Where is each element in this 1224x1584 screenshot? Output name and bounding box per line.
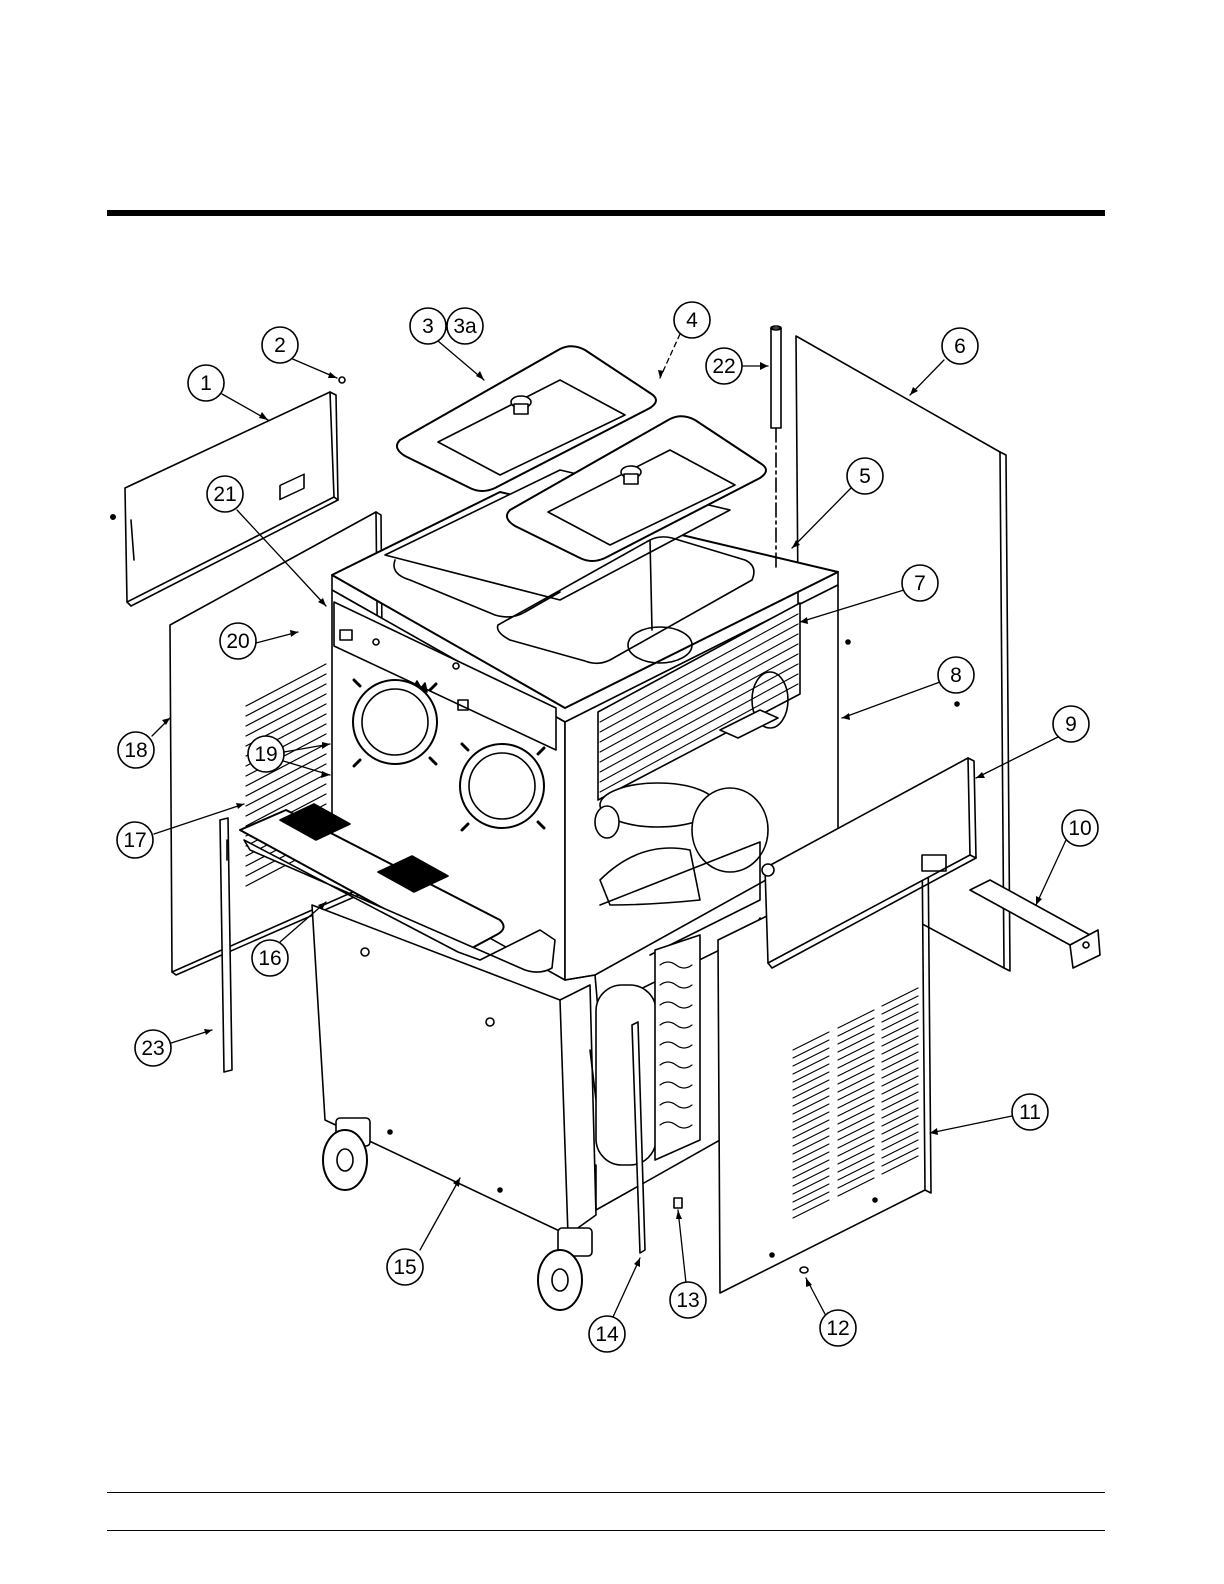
callout-19: 19 xyxy=(248,736,284,772)
svg-text:21: 21 xyxy=(213,483,236,506)
svg-text:16: 16 xyxy=(258,947,281,970)
svg-text:3a: 3a xyxy=(453,315,477,338)
part-screw xyxy=(800,1267,808,1273)
callout-11: 11 xyxy=(1012,1094,1048,1130)
svg-text:9: 9 xyxy=(1065,713,1077,736)
svg-text:8: 8 xyxy=(950,664,962,687)
svg-text:2: 2 xyxy=(274,334,286,357)
svg-text:20: 20 xyxy=(226,630,249,653)
callout-8: 8 xyxy=(938,657,974,693)
svg-text:4: 4 xyxy=(686,309,698,332)
callout-20: 20 xyxy=(220,623,256,659)
callout-15: 15 xyxy=(387,1249,423,1285)
callout-3: 3 xyxy=(410,308,446,344)
svg-text:22: 22 xyxy=(712,355,735,378)
footer-rule-upper xyxy=(107,1492,1105,1493)
svg-text:6: 6 xyxy=(954,335,966,358)
part-clip xyxy=(674,1198,682,1208)
callout-7: 7 xyxy=(902,565,938,601)
callout-16: 16 xyxy=(252,940,288,976)
svg-text:3: 3 xyxy=(422,315,434,338)
callout-21: 21 xyxy=(207,476,243,512)
svg-text:10: 10 xyxy=(1068,817,1091,840)
svg-text:13: 13 xyxy=(676,1289,699,1312)
part-rod xyxy=(771,326,781,570)
callout-22: 22 xyxy=(706,348,742,384)
svg-text:14: 14 xyxy=(595,1323,619,1346)
svg-text:5: 5 xyxy=(859,465,871,488)
svg-text:17: 17 xyxy=(123,829,146,852)
svg-text:11: 11 xyxy=(1019,1101,1041,1124)
svg-text:15: 15 xyxy=(393,1256,416,1279)
callout-5: 5 xyxy=(847,458,883,494)
svg-text:1: 1 xyxy=(200,372,212,395)
footer-rule-lower xyxy=(107,1530,1105,1531)
callout-23: 23 xyxy=(135,1030,171,1066)
callout-10: 10 xyxy=(1062,810,1098,846)
callout-3a: 3a xyxy=(447,308,483,344)
svg-text:18: 18 xyxy=(124,739,147,762)
callout-14: 14 xyxy=(589,1316,625,1352)
callout-13: 13 xyxy=(670,1282,706,1318)
callout-12: 12 xyxy=(820,1310,856,1346)
svg-text:23: 23 xyxy=(141,1037,164,1060)
compressor-condenser xyxy=(596,935,720,1210)
callout-18: 18 xyxy=(118,732,154,768)
callout-4: 4 xyxy=(674,302,710,338)
callout-9: 9 xyxy=(1053,706,1089,742)
svg-text:19: 19 xyxy=(254,743,277,766)
svg-text:12: 12 xyxy=(826,1317,849,1340)
callout-2: 2 xyxy=(262,327,298,363)
callout-17: 17 xyxy=(117,822,153,858)
svg-text:7: 7 xyxy=(914,572,926,595)
callout-1: 1 xyxy=(188,365,224,401)
callout-6: 6 xyxy=(942,328,978,364)
